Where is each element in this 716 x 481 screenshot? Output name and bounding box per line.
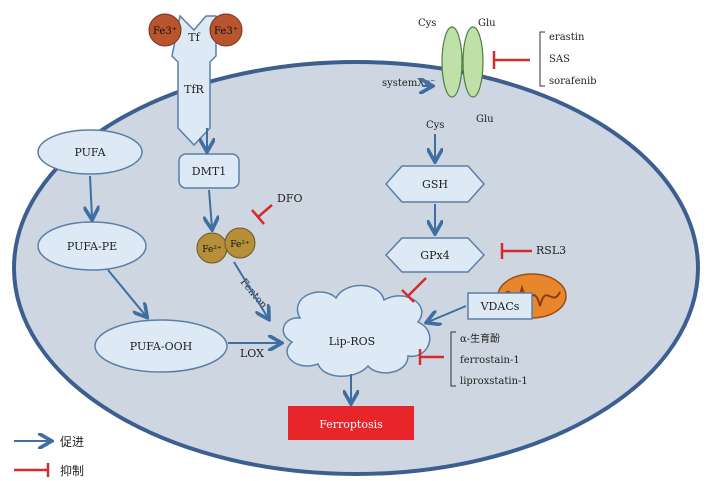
system-xc-label: systemXc⁻: [382, 78, 435, 89]
pufa-label: PUFA: [74, 146, 106, 159]
pufa-ooh-node: [94, 319, 228, 373]
dmt1-node: [178, 153, 240, 189]
inhibitor-erastin: erastin: [549, 32, 585, 43]
lip-ros-inhibitor-bracket: [450, 331, 456, 387]
fe2-left-label: Fe²⁺: [202, 245, 222, 255]
fe3-ion-right: [209, 13, 243, 47]
gpx4-label: GPx4: [420, 249, 449, 262]
inhibitor-sas: SAS: [549, 54, 570, 65]
gsh-label: GSH: [422, 178, 448, 191]
arrow-pufa-to-pufa-pe: [90, 175, 92, 218]
dmt1-label: DMT1: [192, 165, 226, 178]
arrow-dmt1-to-fe2: [209, 189, 212, 228]
lip-ros-label: Lip-ROS: [329, 335, 375, 348]
inhibit-dfo: [251, 204, 273, 225]
tfr-label: TfR: [184, 83, 204, 96]
gpx4-node: [384, 237, 486, 273]
promote-arrows: [90, 86, 467, 402]
fe3-right-label: Fe3⁺: [214, 26, 238, 37]
inhibit-lip-ros-inhibitors: [418, 349, 444, 365]
inhibit-gpx4-to-lip-ros: [401, 277, 427, 303]
rsl3-label: RSL3: [536, 244, 566, 257]
arrow-vdacs-to-lip-ros: [428, 305, 467, 322]
cys-bottom-label: Cys: [426, 120, 444, 131]
lip-ros-cloud: [282, 284, 431, 377]
pufa-ooh-label: PUFA-OOH: [130, 340, 192, 353]
lox-label: LOX: [240, 347, 264, 360]
vdacs-node: [467, 292, 533, 320]
systemxc-inhibitor-bracket: [539, 31, 545, 87]
inhibitor-sorafenib: sorafenib: [549, 76, 597, 87]
legend-promote-label: 促进: [60, 435, 84, 449]
tf-label: Tf: [188, 31, 200, 44]
pufa-pe-label: PUFA-PE: [67, 240, 117, 253]
inhibitor-tocopherol: α-生育酚: [460, 332, 500, 345]
inhibit-lines: [251, 51, 532, 365]
pufa-node: [37, 129, 143, 175]
ferroptosis-label: Ferroptosis: [319, 418, 383, 431]
glu-top-label: Glu: [478, 18, 496, 29]
inhibitor-liproxstatin: liproxstatin-1: [460, 376, 528, 387]
glu-bottom-label: Glu: [476, 114, 494, 125]
dfo-label: DFO: [277, 192, 302, 205]
fe3-ion-left: [148, 13, 182, 47]
legend-inhibit-label: 抑制: [60, 463, 84, 478]
ferroptosis-box: [288, 406, 414, 440]
transferrin-receptor: [171, 14, 217, 147]
inhibit-rsl3: [500, 243, 532, 259]
arrow-pufa-pe-to-pufa-ooh: [107, 269, 146, 316]
fe3-left-label: Fe3⁺: [153, 26, 177, 37]
cys-top-label: Cys: [418, 18, 436, 29]
gsh-node: [384, 165, 486, 203]
arrow-fe2-to-lip-ros: [233, 261, 268, 318]
vdacs-label: VDACs: [480, 300, 520, 313]
fe2-right-label: Fe²⁺: [230, 240, 250, 250]
system-xc-transporter: [441, 26, 484, 98]
fe2-ion-right: [224, 227, 256, 259]
inhibit-systemxc: [492, 51, 530, 69]
inhibitor-ferrostain: ferrostain-1: [460, 355, 520, 366]
legend: 促进 抑制: [14, 435, 84, 478]
